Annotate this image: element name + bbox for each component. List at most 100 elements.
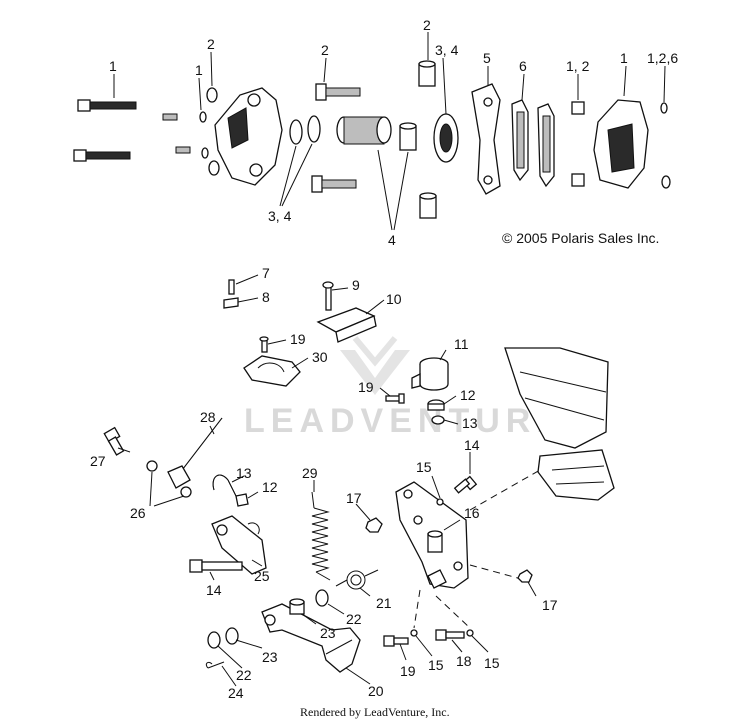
torsion-spring[interactable] [335, 569, 379, 590]
thrust-washer[interactable] [315, 589, 329, 607]
callout-label: 2 [207, 36, 215, 52]
piston[interactable] [336, 116, 392, 145]
callout-label: 12 [460, 387, 476, 403]
small-seal[interactable] [201, 147, 209, 159]
master-cylinder[interactable] [211, 515, 267, 575]
washer[interactable] [410, 629, 418, 637]
watermark-logo [340, 336, 410, 395]
vehicle-frame [469, 347, 615, 581]
callout-label: 21 [376, 595, 392, 611]
hose-clamp-bracket[interactable] [243, 355, 301, 387]
callout-label: 27 [90, 453, 106, 469]
pin-bolt-lower[interactable] [311, 175, 357, 193]
washer[interactable] [206, 87, 218, 103]
brake-pad-inner[interactable] [511, 99, 529, 182]
washer[interactable] [436, 498, 444, 506]
mounting-bolt[interactable] [453, 475, 478, 494]
brake-pad-outer[interactable] [537, 103, 555, 188]
callout-label: 26 [130, 505, 146, 521]
caliper-bolt-upper[interactable] [77, 99, 137, 112]
footer-credit: Rendered by LeadVenture, Inc. [300, 705, 450, 719]
bleeder-screw-lower[interactable] [175, 146, 191, 154]
callout-label: 7 [262, 265, 270, 281]
clamp-bracket[interactable] [316, 307, 377, 343]
callout-label: 10 [386, 291, 402, 307]
dust-seal[interactable] [307, 115, 321, 143]
bolt[interactable] [322, 281, 334, 311]
caliper-bracket[interactable] [471, 83, 501, 195]
callout-label: 13 [462, 415, 478, 431]
mounting-bolt[interactable] [189, 559, 243, 573]
thrust-washer[interactable] [207, 631, 221, 649]
callout-label: 16 [464, 505, 480, 521]
clip-nut[interactable] [223, 297, 239, 309]
hose-clamp[interactable] [235, 493, 249, 507]
washer[interactable] [208, 160, 220, 176]
callout-label: 15 [416, 459, 432, 475]
hose-clamp[interactable] [431, 415, 445, 425]
callout-label: 20 [368, 683, 384, 699]
callout-label: 2 [321, 42, 329, 58]
callout-label: 11 [454, 336, 469, 352]
return-spring[interactable] [311, 491, 331, 581]
watermark-text: LEADVENTURE [244, 402, 565, 440]
large-seal-ring[interactable] [433, 113, 459, 163]
small-seal[interactable] [199, 111, 207, 123]
mounting-bolt[interactable] [435, 629, 465, 641]
caliper-housing[interactable] [214, 87, 283, 186]
screw[interactable] [259, 336, 269, 353]
cotter-pin[interactable] [205, 661, 225, 669]
callout-label: 14 [464, 437, 480, 453]
pivot-bracket-plate[interactable] [395, 481, 469, 589]
piston-seal[interactable] [289, 119, 303, 145]
mounting-bolt[interactable] [383, 635, 409, 647]
banjo-bolt[interactable] [103, 426, 125, 456]
pin-bushing[interactable] [571, 101, 585, 115]
callout-label: 6 [519, 58, 527, 74]
lock-nut[interactable] [517, 569, 533, 583]
crush-washer[interactable] [180, 486, 192, 498]
callout-label: 23 [320, 625, 336, 641]
thrust-washer[interactable] [225, 627, 239, 645]
callout-label: 9 [352, 277, 360, 293]
lock-nut[interactable] [365, 517, 383, 533]
callout-label: 22 [346, 611, 362, 627]
leader-lines-top [113, 32, 666, 231]
reservoir-hose[interactable] [212, 474, 237, 497]
callout-label: 23 [262, 649, 278, 665]
slide-bushing-upper[interactable] [418, 60, 436, 87]
small-seal[interactable] [660, 102, 668, 114]
screw[interactable] [385, 393, 405, 404]
callout-label: 28 [200, 409, 216, 425]
screw[interactable] [228, 279, 235, 295]
caliper-outer-half[interactable] [593, 99, 649, 189]
callout-label: 17 [542, 597, 558, 613]
bleeder-screw-upper[interactable] [162, 113, 178, 121]
pin-bolt-upper[interactable] [315, 83, 361, 101]
callout-label: 2 [423, 17, 431, 33]
callout-label: 3, 4 [268, 208, 292, 224]
callout-label: 15 [484, 655, 500, 671]
washer[interactable] [466, 629, 474, 637]
leader-lines-bottom [117, 274, 537, 687]
callout-label: 13 [236, 465, 252, 481]
slide-bushing-lower[interactable] [419, 192, 437, 219]
callout-label: 19 [358, 379, 374, 395]
pin-bushing[interactable] [571, 173, 585, 187]
callout-label: 18 [456, 653, 472, 669]
pivot-bushing[interactable] [289, 598, 305, 615]
small-seal[interactable] [661, 175, 671, 189]
reservoir-cap[interactable] [427, 399, 445, 411]
fluid-reservoir[interactable] [411, 357, 449, 391]
piston-boot[interactable] [399, 122, 417, 151]
caliper-bolt-lower[interactable] [73, 149, 131, 162]
copyright-notice: © 2005 Polaris Sales Inc. [502, 230, 659, 246]
callout-label: 1 [109, 58, 117, 74]
assembly-guide-line [413, 589, 421, 629]
callout-label: 15 [428, 657, 444, 673]
callout-label: 12 [262, 479, 278, 495]
brake-line[interactable] [167, 417, 223, 489]
crush-washer[interactable] [146, 460, 158, 472]
callout-label: 3, 4 [435, 42, 459, 58]
